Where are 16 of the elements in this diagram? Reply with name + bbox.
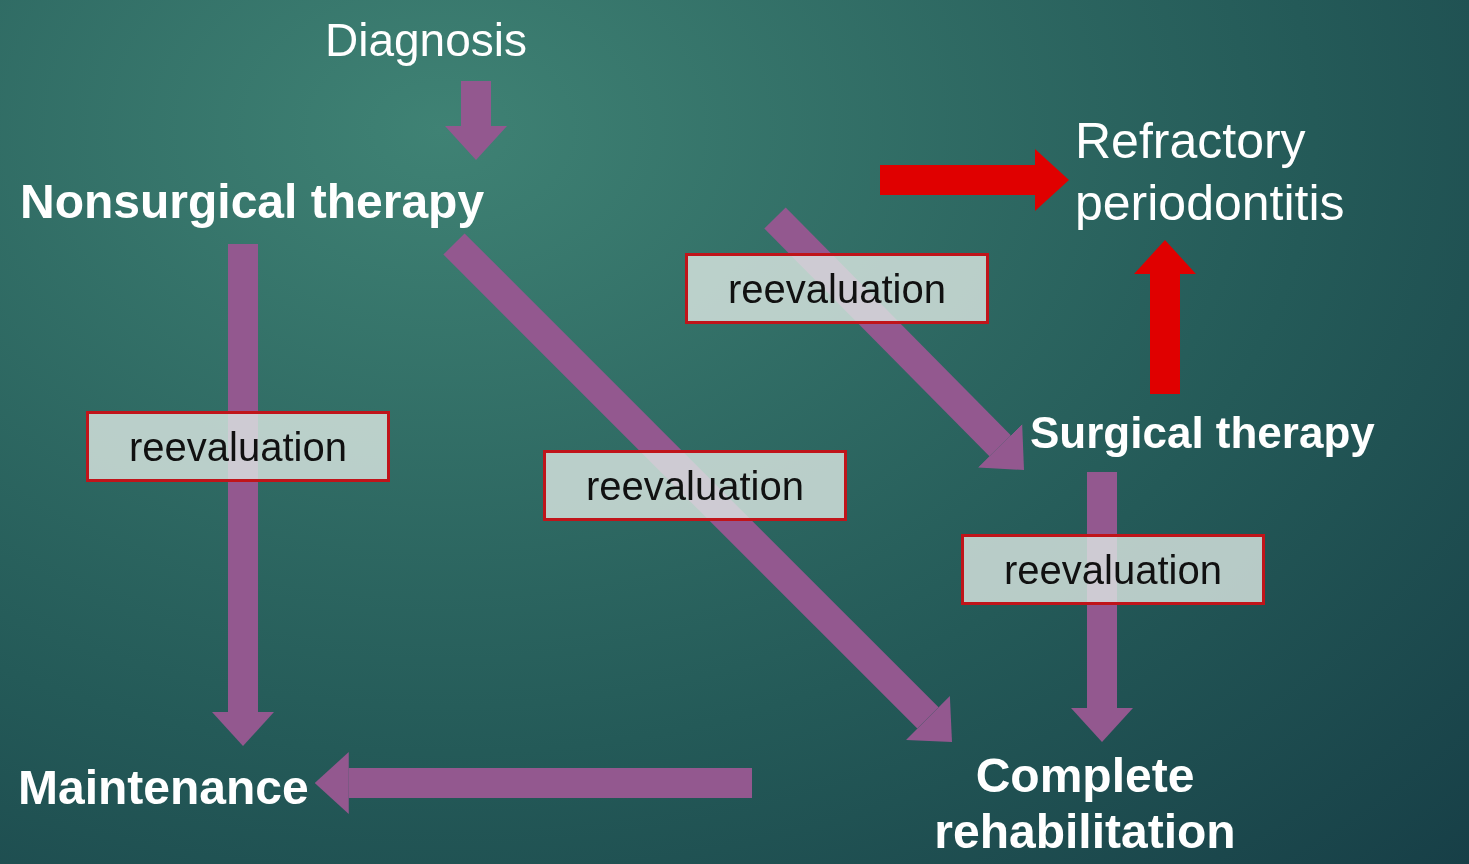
block-arrow <box>314 752 752 814</box>
node-label: Complete rehabilitation <box>900 748 1270 860</box>
edge-label: reevaluation <box>961 534 1265 605</box>
block-arrow <box>212 244 274 746</box>
edge-label: reevaluation <box>543 450 847 521</box>
node-label: Diagnosis <box>325 6 527 75</box>
block-arrow <box>445 81 507 160</box>
node-label: Surgical therapy <box>1030 400 1375 466</box>
node-label: Maintenance <box>18 752 309 824</box>
node-label: Nonsurgical therapy <box>20 166 485 238</box>
edge-label: reevaluation <box>86 411 390 482</box>
block-arrow <box>443 233 952 742</box>
block-arrow <box>880 149 1069 211</box>
block-arrow <box>1134 240 1196 394</box>
node-label: Refractory periodontitis <box>1075 110 1415 234</box>
edge-label: reevaluation <box>685 253 989 324</box>
